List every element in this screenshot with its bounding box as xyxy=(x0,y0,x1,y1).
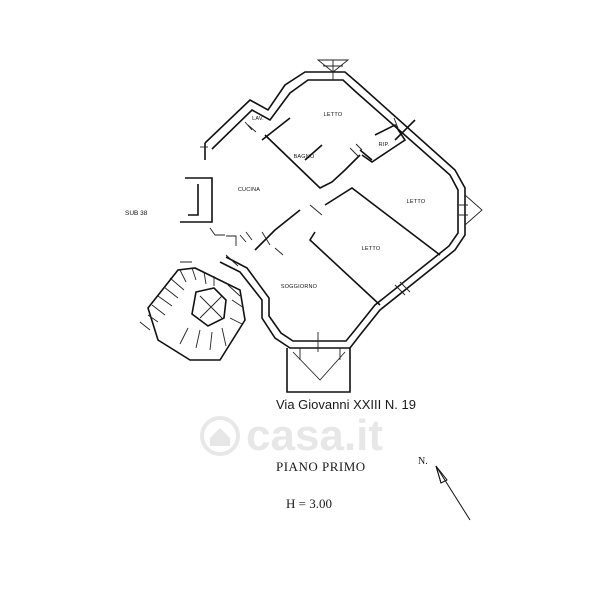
room-label-rip: RIP. xyxy=(379,142,390,148)
room-label-bagno: BAGNO xyxy=(294,154,315,160)
watermark-text: casa.it xyxy=(246,411,383,460)
north-arrow-icon xyxy=(435,465,471,521)
interior-walls xyxy=(254,117,441,306)
room-label-letto-right: LETTO xyxy=(407,199,426,205)
watermark: casa.it xyxy=(200,414,415,458)
outer-walls xyxy=(204,71,466,349)
room-label-letto-center: LETTO xyxy=(362,246,381,252)
house-icon xyxy=(200,416,240,456)
landing-walls xyxy=(180,143,225,236)
sub-label: SUB 38 xyxy=(125,210,148,217)
bottom-balcony xyxy=(286,332,351,393)
floor-label: PIANO PRIMO xyxy=(276,459,366,474)
right-bay xyxy=(459,194,483,226)
room-label-lav: LAV. xyxy=(252,116,264,122)
top-bay xyxy=(316,59,350,80)
room-label-cucina: CUCINA xyxy=(238,187,260,193)
street-address: Via Giovanni XXIII N. 19 xyxy=(276,397,416,412)
north-label: N. xyxy=(418,456,428,467)
window-marks xyxy=(225,117,411,296)
room-label-letto-top: LETTO xyxy=(324,112,343,118)
room-label-soggiorno: SOGGIORNO xyxy=(281,284,318,290)
staircase xyxy=(139,261,246,361)
height-label: H = 3.00 xyxy=(286,496,332,511)
